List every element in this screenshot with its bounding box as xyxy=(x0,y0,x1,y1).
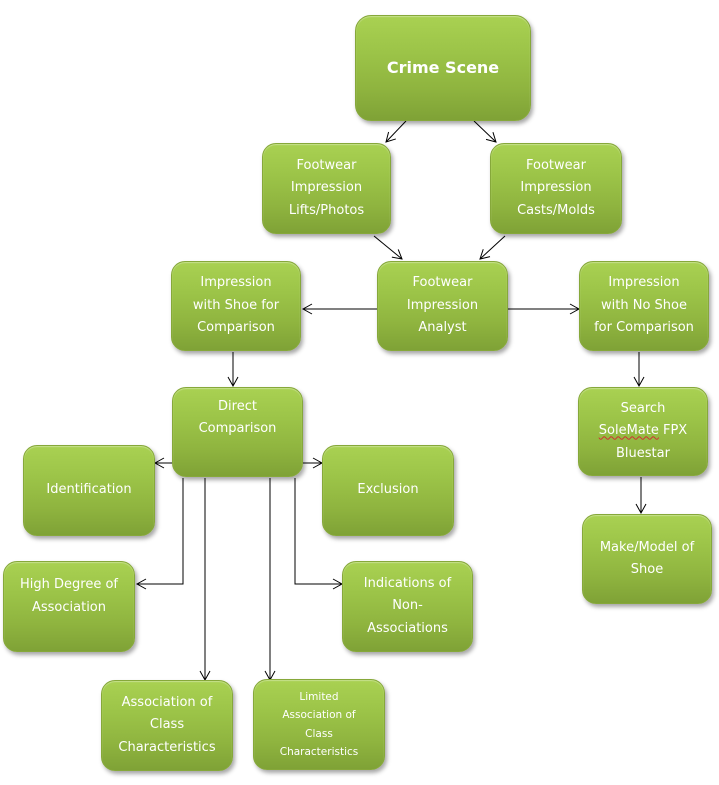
edge-crime-to-lifts xyxy=(385,120,407,143)
node-label: Association of Class Characteristics xyxy=(118,694,216,755)
edge-casts-to-analyst xyxy=(479,235,506,260)
node-label: Impression with Shoe for Comparison xyxy=(192,275,280,336)
node-label: Direct Comparison xyxy=(198,398,277,437)
node-class-characteristics: Association of Class Characteristics xyxy=(101,680,233,771)
solemate-text: SoleMate xyxy=(598,423,659,439)
node-label: Footwear Impression Lifts/Photos xyxy=(288,157,365,218)
node-label: Footwear Impression Analyst xyxy=(406,275,479,336)
node-no-shoe: Impression with No Shoe for Comparison xyxy=(579,261,709,351)
edge-lifts-to-analyst xyxy=(373,235,403,260)
node-label: Exclusion xyxy=(357,482,419,498)
edge-direct-to-non-associations xyxy=(294,478,344,590)
node-lifts-photos: Footwear Impression Lifts/Photos xyxy=(262,143,391,234)
node-label: Identification xyxy=(46,482,132,498)
node-high-degree: High Degree of Association xyxy=(3,561,135,652)
node-label: Search SoleMate FPX Bluestar xyxy=(599,398,687,466)
edge-direct-to-high-degree xyxy=(135,478,184,590)
edge-crime-to-casts xyxy=(473,120,497,143)
node-with-shoe: Impression with Shoe for Comparison xyxy=(171,261,301,351)
search-line-3: Bluestar xyxy=(616,445,670,461)
node-make-model: Make/Model of Shoe xyxy=(582,514,712,604)
node-direct-comparison: Direct Comparison xyxy=(172,387,303,477)
search-line-1: Search xyxy=(620,400,666,416)
node-label: Limited Association of Class Characteris… xyxy=(279,690,359,759)
node-label: Indications of Non- Associations xyxy=(363,575,452,636)
node-casts-molds: Footwear Impression Casts/Molds xyxy=(490,143,622,234)
node-non-associations: Indications of Non- Associations xyxy=(342,561,473,652)
node-analyst: Footwear Impression Analyst xyxy=(377,261,508,351)
node-label: Impression with No Shoe for Comparison xyxy=(594,275,694,336)
node-label: Crime Scene xyxy=(386,57,500,77)
fpx-text: FPX xyxy=(658,423,688,439)
node-exclusion: Exclusion xyxy=(322,445,454,536)
node-limited-class: Limited Association of Class Characteris… xyxy=(253,679,385,770)
node-search: Search SoleMate FPX Bluestar xyxy=(578,387,708,476)
node-crime-scene: Crime Scene xyxy=(355,15,531,121)
node-label: High Degree of Association xyxy=(20,577,118,615)
node-label: Make/Model of Shoe xyxy=(599,539,695,578)
node-identification: Identification xyxy=(23,445,155,536)
node-label: Footwear Impression Casts/Molds xyxy=(517,157,595,218)
